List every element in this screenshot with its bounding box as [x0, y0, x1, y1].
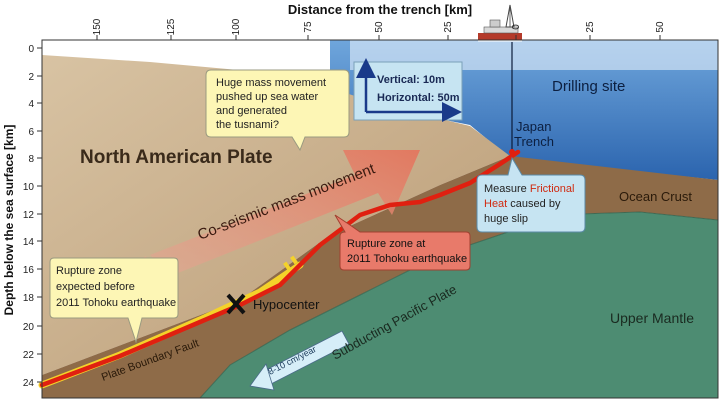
left-axis-ticks	[37, 47, 42, 383]
scale-vertical: Vertical: 10m	[377, 74, 445, 86]
rupture-zone-2011	[39, 149, 521, 388]
top-tick-label: 50	[374, 21, 385, 33]
left-tick-label: 14	[23, 237, 35, 248]
callout-before-line-3: 2011 Tohoku earthquake	[56, 297, 176, 309]
left-axis-tick-labels: 0 2 4 6 8 10 12 14 16 18 20 22 24	[23, 44, 35, 389]
drilling-target	[509, 149, 515, 155]
label-north-american-plate: North American Plate	[80, 147, 273, 168]
callout-measure-heat: Measure Frictional Heat caused by huge s…	[476, 156, 586, 233]
callout-mass-line-4: the tusnami?	[216, 119, 279, 131]
top-axis-tick-labels: 150 125 100 75 50 25 0 25 50	[92, 18, 666, 35]
coseismic-arrow	[150, 150, 420, 275]
heat-line-2: Heat caused by	[484, 198, 561, 210]
label-ocean-crust: Ocean Crust	[619, 189, 692, 204]
label-hypocenter: Hypocenter	[253, 297, 320, 312]
top-tick-label: 125	[166, 18, 177, 35]
top-tick-label: 25	[443, 21, 454, 33]
rupture-dashes	[283, 255, 298, 271]
left-tick-label: 18	[23, 293, 35, 304]
left-tick-label: 2	[28, 72, 34, 83]
callout-mass-movement: Huge mass movement pushed up sea water a…	[205, 69, 350, 152]
left-tick-label: 8	[28, 154, 34, 165]
label-upper-mantle: Upper Mantle	[610, 310, 694, 326]
top-axis-ticks	[96, 35, 661, 40]
top-tick-label: 0	[511, 24, 522, 30]
label-drilling-site: Drilling site	[552, 78, 625, 95]
top-tick-label: 150	[92, 18, 103, 35]
label-japan-trench-2: Trench	[514, 134, 554, 149]
top-axis-title: Distance from the trench [km]	[288, 2, 472, 17]
left-tick-label: 10	[23, 182, 35, 193]
left-tick-label: 6	[28, 127, 34, 138]
plot-frame	[41, 39, 719, 399]
callout-rupture-before: Rupture zone expected before 2011 Tohoku…	[49, 257, 179, 344]
left-tick-label: 12	[23, 210, 35, 221]
callout-2011-line-1: Rupture zone at	[347, 238, 425, 250]
left-tick-label: 16	[23, 265, 35, 276]
callout-before-line-2: expected before	[56, 281, 135, 293]
callout-rupture-2011: Rupture zone at 2011 Tohoku earthquake	[334, 214, 471, 271]
left-tick-label: 0	[28, 44, 34, 55]
left-tick-label: 4	[28, 99, 34, 110]
scale-box: Vertical: 10m Horizontal: 50m	[353, 58, 463, 122]
drilling-ship-icon	[478, 4, 522, 42]
heat-line-3: huge slip	[484, 213, 528, 225]
callout-2011-line-2: 2011 Tohoku earthquake	[347, 253, 467, 265]
left-tick-label: 24	[23, 378, 35, 389]
callout-mass-line-3: and generated	[216, 105, 287, 117]
left-tick-label: 20	[23, 322, 35, 333]
callout-mass-line-2: pushed up sea water	[216, 91, 318, 103]
left-axis-title: Depth below the sea surface [km]	[2, 125, 16, 316]
top-tick-label: 75	[303, 21, 314, 33]
callout-mass-line-1: Huge mass movement	[216, 77, 326, 89]
label-japan-trench-1: Japan	[516, 119, 551, 134]
left-tick-label: 22	[23, 350, 35, 361]
top-tick-label: 50	[655, 21, 666, 33]
callout-before-line-1: Rupture zone	[56, 265, 122, 277]
heat-line-1: Measure Frictional	[484, 183, 574, 195]
top-tick-label: 25	[585, 21, 596, 33]
hypocenter-marker	[226, 293, 246, 315]
top-tick-label: 100	[231, 18, 242, 35]
scale-horizontal: Horizontal: 50m	[377, 92, 460, 104]
plate-motion-arrow	[249, 330, 350, 391]
